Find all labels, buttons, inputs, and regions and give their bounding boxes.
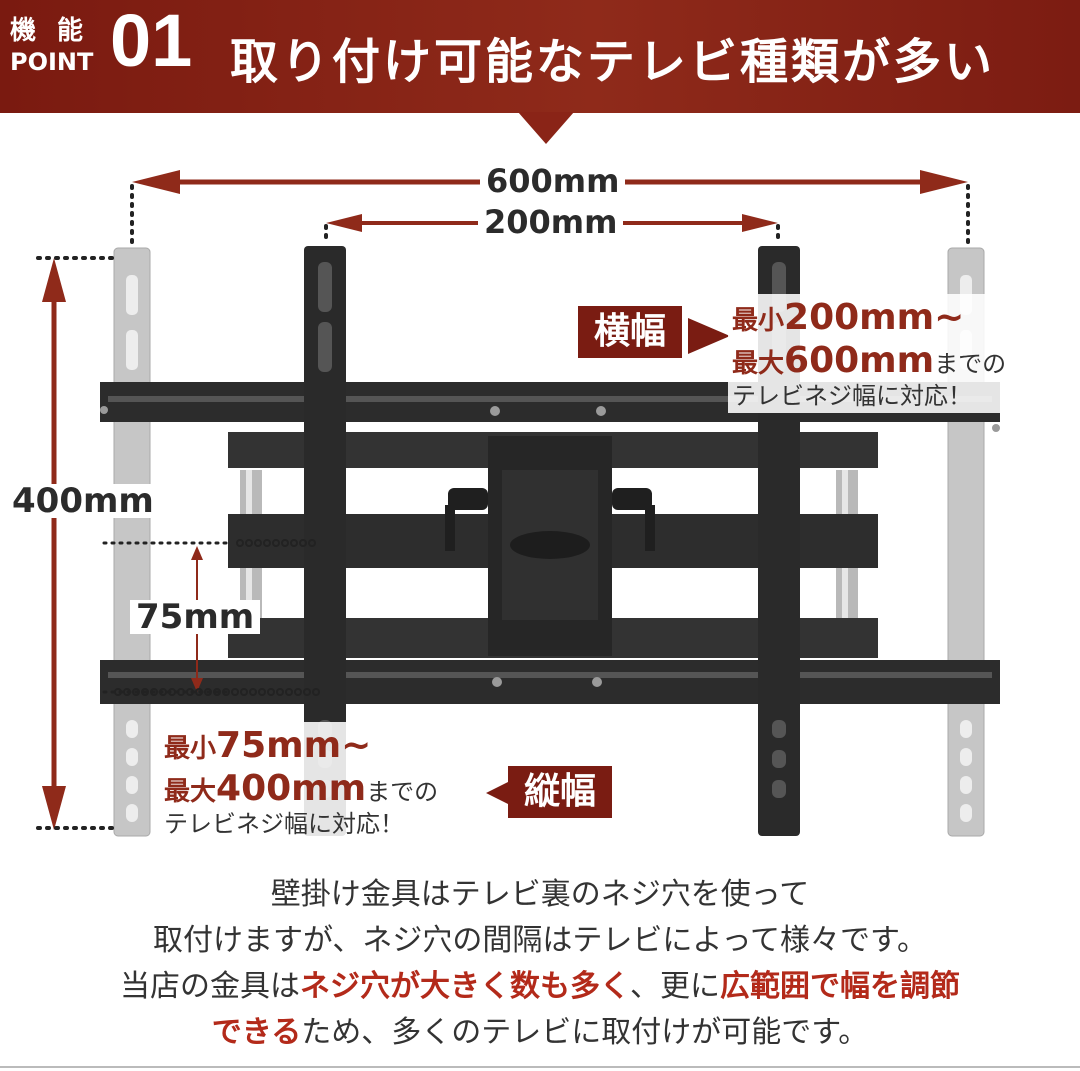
desc-line-2: 取付けますが、ネジ穴の間隔はテレビによって様々です。 [153, 923, 927, 958]
down-arrow-notch [518, 112, 574, 144]
page-title: 取り付け可能なテレビ種類が多い [230, 34, 996, 90]
outer-rail-left [113, 247, 151, 837]
header-banner: 機 能 POINT 01 取り付け可能なテレビ種類が多い [0, 0, 1080, 113]
desc-line-3: 当店の金具はネジ穴が大きく数も多く、更に広範囲で幅を調節 [120, 969, 960, 1004]
horizontal-width-tag: 横幅 [578, 306, 683, 358]
kino-label: 機 能 [10, 16, 90, 46]
dim-75mm: 75mm [130, 600, 261, 634]
vertical-note: 最小75mm~ 最大400mmまでの テレビネジ幅に対応！ [160, 722, 443, 842]
description: 壁掛け金具はテレビ裏のネジ穴を使って 取付けますが、ネジ穴の間隔はテレビによって… [0, 872, 1080, 1056]
point-word: POINT [10, 48, 94, 76]
point-number: 01 [110, 0, 193, 82]
dim-400mm: 400mm [6, 484, 160, 518]
bottom-divider [0, 1066, 1080, 1068]
horizontal-note: 最小200mm~ 最大600mmまでの テレビネジ幅に対応！ [728, 294, 1011, 414]
dim-600mm: 600mm [480, 165, 626, 197]
point-label: 機 能 POINT [10, 18, 93, 74]
desc-line-1: 壁掛け金具はテレビ裏のネジ穴を使って [270, 877, 810, 912]
desc-line-4: できるため、多くのテレビに取付けが可能です。 [211, 1015, 869, 1050]
dim-200mm: 200mm [478, 206, 624, 238]
vertical-width-tag: 縦幅 [508, 766, 613, 818]
